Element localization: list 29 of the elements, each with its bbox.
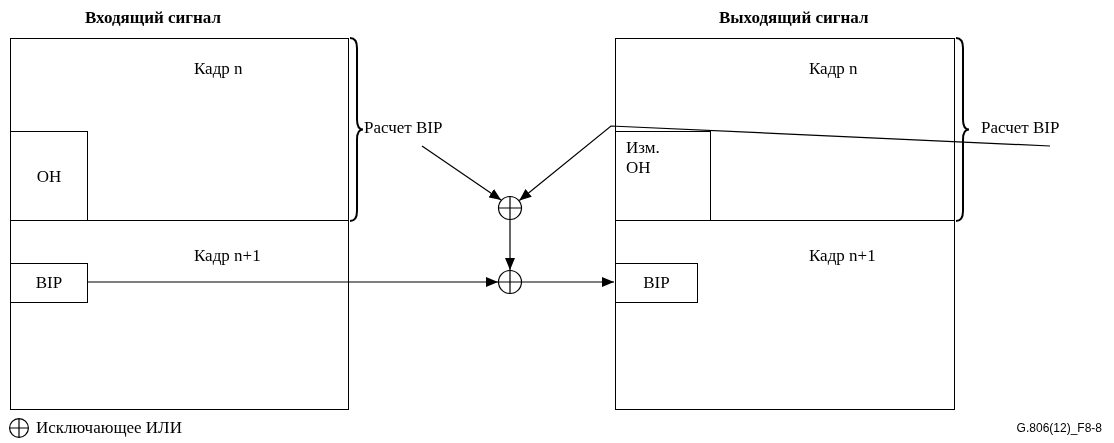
text-label: Расчет BIP	[364, 118, 443, 138]
field-box	[10, 131, 88, 222]
arrow	[86, 277, 499, 287]
xor-symbol	[498, 270, 522, 294]
heading: Входящий сигнал	[85, 8, 221, 28]
arrow	[518, 125, 1051, 202]
frame-box	[10, 220, 349, 410]
text-label: Расчет BIP	[981, 118, 1060, 138]
text-label: BIP	[34, 273, 64, 293]
text-label: Кадр n+1	[194, 246, 261, 266]
arrow	[521, 277, 615, 287]
legend-label: Исключающее ИЛИ	[36, 418, 182, 438]
text-label: Кадр n	[194, 59, 243, 79]
text-label: Изм. OH	[626, 138, 661, 178]
frame-box	[615, 38, 955, 221]
field-box	[615, 263, 698, 303]
text-label: Кадр n	[809, 59, 858, 79]
arrow	[421, 145, 502, 201]
frame-box	[615, 220, 955, 410]
arrow	[505, 219, 515, 271]
text-label: Кадр n+1	[809, 246, 876, 266]
xor-symbol	[498, 196, 522, 220]
figure-id: G.806(12)_F8-8	[1016, 421, 1102, 435]
heading: Выходящий сигнал	[719, 8, 869, 28]
text-label: OH	[35, 166, 63, 187]
text-label: BIP	[642, 273, 671, 293]
field-box	[615, 131, 711, 222]
field-box	[10, 263, 88, 303]
frame-box	[10, 38, 349, 221]
